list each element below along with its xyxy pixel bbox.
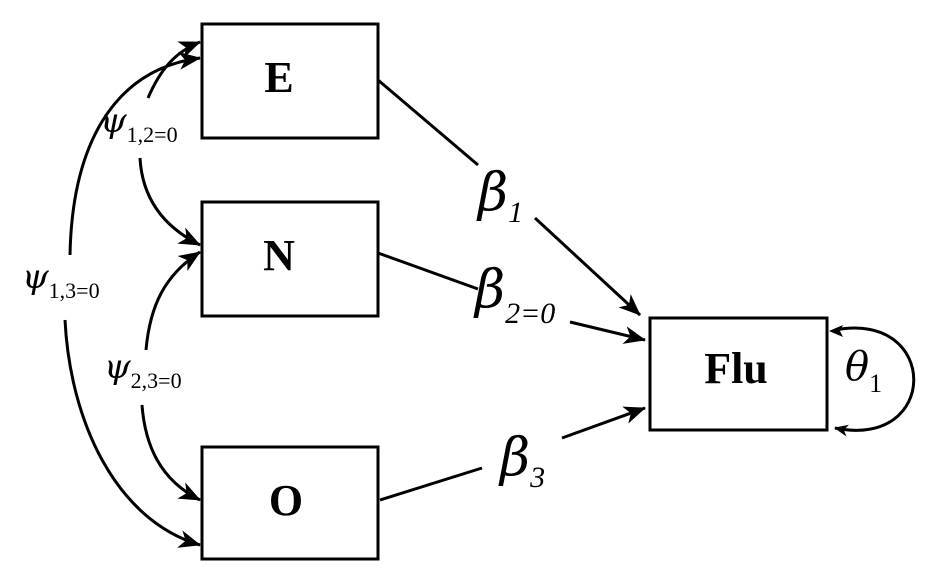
label-theta1: θ1	[845, 344, 882, 398]
node-flu: Flu	[648, 316, 829, 432]
node-o: O	[200, 445, 380, 561]
label-beta3: β3	[498, 428, 545, 494]
covariance-psi13	[63, 51, 201, 548]
node-e-label: E	[264, 53, 293, 102]
covariance-psi23	[140, 250, 201, 502]
residual-theta1	[829, 325, 916, 437]
covariance-psi12	[138, 40, 201, 247]
label-psi23: ψ2,3=0	[104, 347, 182, 393]
node-o-label: O	[269, 476, 303, 525]
path-beta1	[377, 78, 642, 317]
path-beta2	[377, 251, 646, 344]
node-n: N	[200, 200, 380, 318]
label-beta1: β1	[476, 163, 523, 229]
label-psi13: ψ1,3=0	[22, 257, 100, 303]
node-flu-label: Flu	[704, 344, 768, 393]
node-e: E	[200, 22, 380, 140]
label-beta2: β2=0	[473, 260, 555, 330]
label-psi12: ψ1,2=0	[100, 101, 178, 147]
path-beta3	[379, 406, 646, 502]
node-n-label: N	[263, 231, 295, 280]
